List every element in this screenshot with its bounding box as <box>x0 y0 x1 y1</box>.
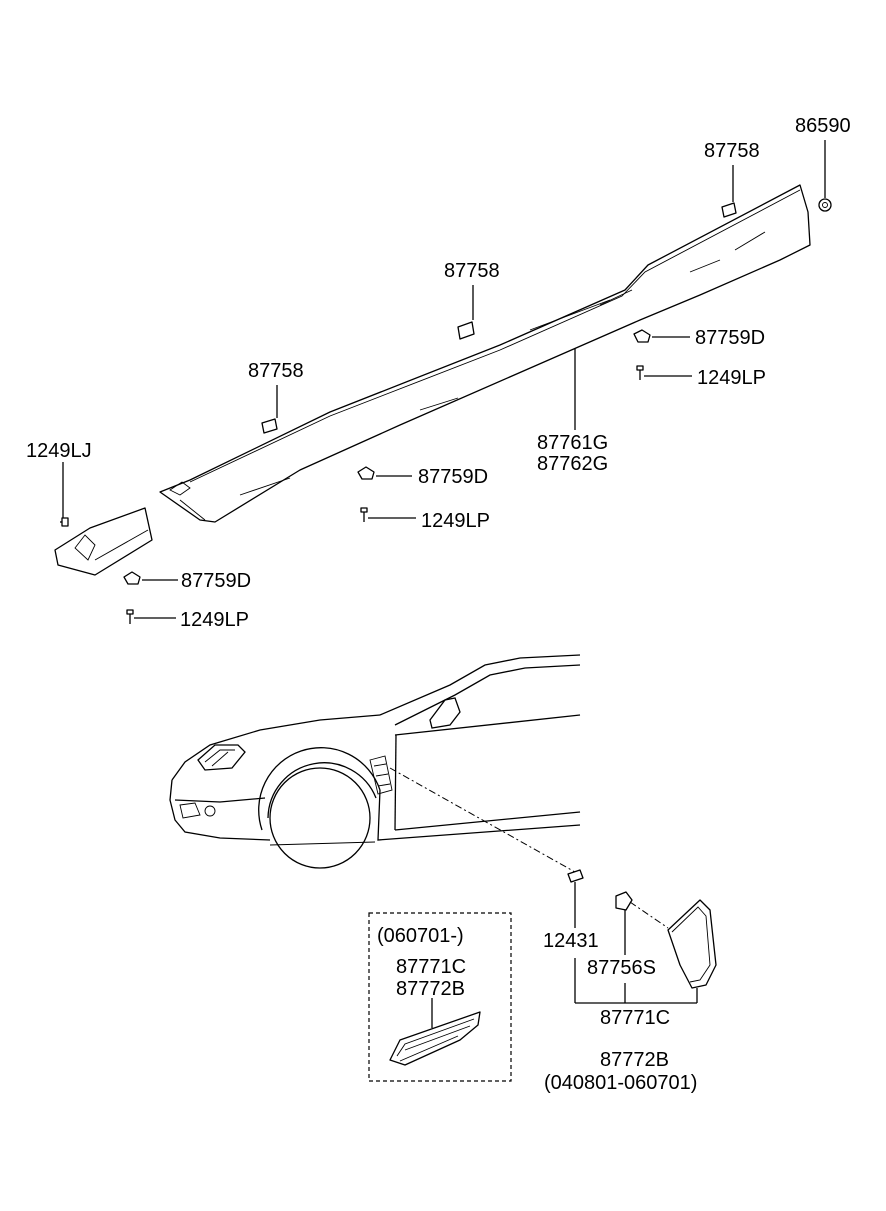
label-87759d-mid: 87759D <box>418 466 488 488</box>
nut-87759d-front[interactable] <box>123 571 141 585</box>
label-87771c-new: 87771C <box>396 956 466 978</box>
label-1249lj: 1249LJ <box>26 440 92 462</box>
leader-lines-upper <box>62 140 826 619</box>
screw-1249lp-rear[interactable] <box>636 365 644 380</box>
label-87758-front: 87758 <box>248 360 304 382</box>
label-87758-mid: 87758 <box>444 260 500 282</box>
pointer-line-garnish <box>629 901 669 929</box>
label-87758-rear: 87758 <box>704 140 760 162</box>
fender-garnish-old[interactable] <box>667 899 717 989</box>
leader-lines-lower <box>574 893 698 1004</box>
sill-front-end-piece[interactable] <box>54 507 153 576</box>
nut-87759d-mid[interactable] <box>357 466 375 480</box>
clip-86590[interactable] <box>818 198 832 212</box>
clip-cap-87758-front[interactable] <box>261 418 278 434</box>
label-87762g: 87762G <box>537 453 608 475</box>
label-87756s: 87756S <box>587 957 656 979</box>
fender-garnish-new[interactable] <box>389 1011 481 1066</box>
screw-12431[interactable] <box>567 869 584 893</box>
screw-1249lp-mid[interactable] <box>360 507 368 522</box>
car-front-illustration <box>169 654 581 869</box>
label-87772b-new: 87772B <box>396 978 465 1000</box>
clip-cap-87758-mid[interactable] <box>457 321 475 340</box>
label-range-old: (040801-060701) <box>544 1072 697 1094</box>
clip-cap-87758-rear[interactable] <box>721 202 737 218</box>
label-1249lp-front: 1249LP <box>180 609 249 631</box>
label-87759d-front: 87759D <box>181 570 251 592</box>
label-12431: 12431 <box>543 930 599 952</box>
label-86590: 86590 <box>795 115 851 137</box>
label-87771c-old: 87771C <box>600 1007 670 1029</box>
label-range-new: (060701-) <box>377 925 464 947</box>
side-sill-moulding[interactable] <box>159 184 811 523</box>
label-1249lp-mid: 1249LP <box>421 510 490 532</box>
label-1249lp-rear: 1249LP <box>697 367 766 389</box>
label-87761g: 87761G <box>537 432 608 454</box>
screw-1249lj[interactable] <box>60 517 69 527</box>
pointer-line-fender <box>389 767 576 873</box>
new-garnish-box <box>368 912 512 1082</box>
screw-1249lp-front[interactable] <box>126 609 134 624</box>
label-87759d-rear: 87759D <box>695 327 765 349</box>
clip-87756s[interactable] <box>615 891 633 911</box>
nut-87759d-rear[interactable] <box>633 329 651 343</box>
label-87772b-old: 87772B <box>600 1049 669 1071</box>
